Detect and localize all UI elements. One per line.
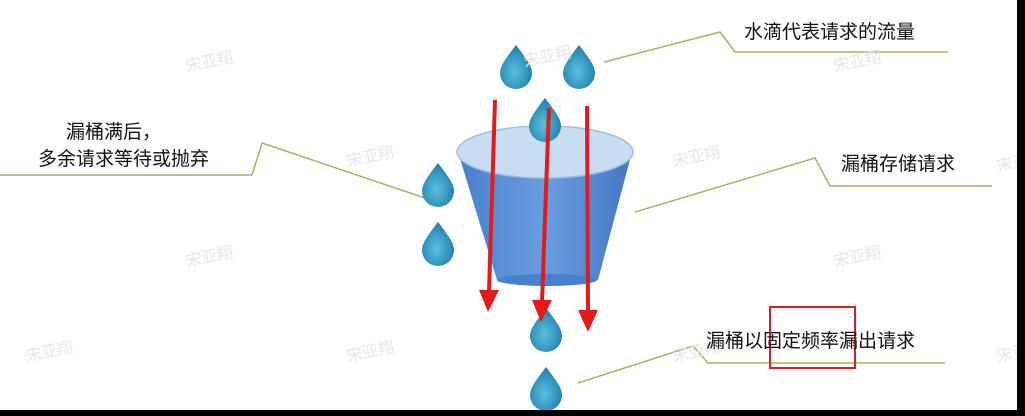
arrow-mid-shaft	[540, 107, 551, 303]
leader-line-bottom	[577, 345, 945, 384]
leader-line-top	[603, 31, 948, 63]
arrow-right-shaft	[585, 105, 590, 313]
drop-overflow-1	[422, 163, 454, 207]
label-drops-represent-traffic: 水滴代表请求的流量	[744, 21, 916, 43]
label-bucket-full-line1: 漏桶满后，	[66, 121, 162, 143]
arrow-right-head	[578, 310, 598, 332]
flow-arrows	[479, 99, 598, 332]
drop-in-bucket	[529, 98, 561, 142]
drop-leak-1	[530, 308, 562, 352]
arrow-mid-head	[532, 300, 552, 322]
water-drops	[422, 45, 595, 411]
arrow-left-shaft	[487, 99, 497, 293]
label-fixed-rate-boxed: 固定频率	[763, 330, 840, 352]
drop-top-left	[500, 45, 532, 89]
label-bucket-stores-requests: 漏桶存储请求	[841, 153, 956, 175]
drop-top-right	[563, 45, 595, 89]
label-bucket-full-line2: 多余请求等待或抛弃	[38, 148, 210, 170]
frame-edge-right	[1017, 0, 1025, 416]
frame-edge-bottom	[0, 410, 1025, 416]
bucket-bottom	[497, 274, 597, 286]
drop-overflow-2	[422, 222, 454, 266]
leader-lines	[0, 31, 992, 384]
drop-leak-2	[530, 367, 562, 411]
leader-line-left	[0, 142, 426, 199]
label-fixed-rate-post: 漏出请求	[839, 330, 916, 352]
arrow-left-head	[479, 290, 499, 312]
label-fixed-rate-pre: 漏桶以	[706, 330, 764, 352]
highlight-box	[769, 306, 856, 369]
leader-line-mid	[634, 157, 992, 213]
label-fixed-rate-leak: 漏桶以固定频率漏出请求	[706, 327, 915, 355]
